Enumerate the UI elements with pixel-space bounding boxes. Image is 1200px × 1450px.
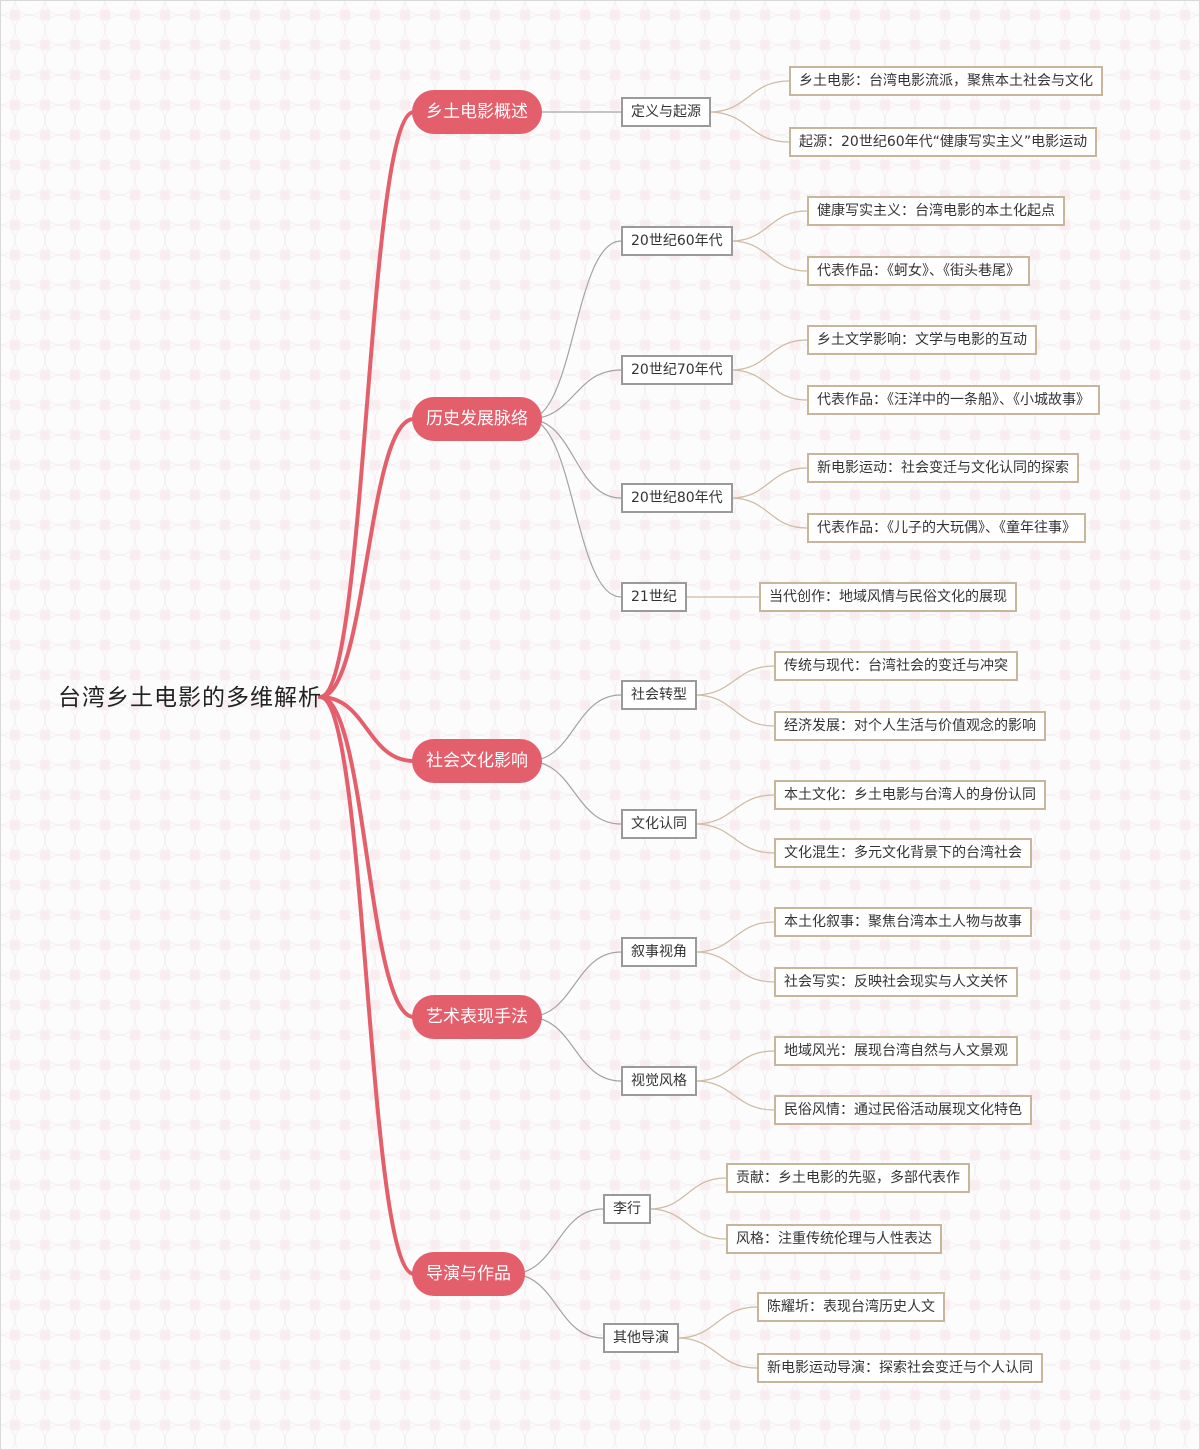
sub-visual-style[interactable]: 视觉风格 — [621, 1066, 697, 1096]
sub-to-leaf-connector — [676, 1306, 758, 1339]
sub-to-leaf-connector — [730, 339, 808, 371]
leaf-origin[interactable]: 起源：20世纪60年代“健康写实主义”电影运动 — [789, 127, 1098, 157]
branch-to-sub-connector — [527, 694, 622, 762]
sub-to-leaf-connector — [694, 1050, 775, 1082]
sub-to-leaf-connector — [708, 111, 790, 143]
leaf-1980s-works[interactable]: 代表作品：《儿子的大玩偶》、《童年往事》 — [807, 513, 1086, 543]
branch-artistic-expression[interactable]: 艺术表现手法 — [412, 995, 542, 1039]
leaf-li-xing-style[interactable]: 风格：注重传统伦理与人性表达 — [726, 1224, 942, 1254]
leaf-1970s-works[interactable]: 代表作品：《汪洋中的一条船》、《小城故事》 — [807, 385, 1100, 415]
leaf-localized-narrative[interactable]: 本土化叙事：聚焦台湾本土人物与故事 — [774, 907, 1032, 937]
branch-to-sub-connector — [510, 1208, 604, 1275]
sub-social-transformation[interactable]: 社会转型 — [621, 680, 697, 710]
branch-to-sub-connector — [527, 1016, 622, 1082]
sub-to-leaf-connector — [694, 694, 775, 727]
sub-to-leaf-connector — [708, 80, 790, 113]
sub-1970s[interactable]: 20世纪70年代 — [621, 355, 733, 385]
root-to-branch-connector — [318, 695, 416, 1276]
sub-to-leaf-connector — [694, 823, 775, 854]
branch-to-sub-connector — [527, 418, 622, 499]
leaf-folk-customs[interactable]: 民俗风情：通过民俗活动展现文化特色 — [774, 1095, 1032, 1125]
leaf-native-literature[interactable]: 乡土文学影响：文学与电影的互动 — [807, 325, 1037, 355]
branch-to-sub-connector — [510, 1273, 604, 1339]
sub-cultural-identity[interactable]: 文化认同 — [621, 809, 697, 839]
sub-to-leaf-connector — [730, 369, 808, 401]
sub-to-leaf-connector — [730, 240, 808, 272]
sub-to-leaf-connector — [694, 665, 775, 696]
branch-directors-works[interactable]: 导演与作品 — [412, 1252, 525, 1296]
root-to-branch-connector — [318, 417, 416, 699]
branch-history[interactable]: 历史发展脉络 — [412, 397, 542, 441]
branch-to-sub-connector — [527, 369, 622, 420]
root-to-branch-connector — [318, 695, 416, 763]
branch-to-sub-connector — [527, 760, 622, 825]
sub-narrative-perspective[interactable]: 叙事视角 — [621, 937, 697, 967]
branch-to-sub-connector — [527, 240, 622, 420]
leaf-new-cinema[interactable]: 新电影运动：社会变迁与文化认同的探索 — [807, 453, 1079, 483]
branch-to-sub-connector — [527, 951, 622, 1018]
sub-to-leaf-connector — [694, 951, 775, 983]
leaf-cultural-hybridity[interactable]: 文化混生：多元文化背景下的台湾社会 — [774, 838, 1032, 868]
sub-li-xing[interactable]: 李行 — [603, 1194, 651, 1224]
sub-to-leaf-connector — [694, 921, 775, 953]
sub-to-leaf-connector — [648, 1177, 727, 1210]
branch-social-culture[interactable]: 社会文化影响 — [412, 739, 542, 783]
sub-to-leaf-connector — [730, 467, 808, 499]
sub-21st-century[interactable]: 21世纪 — [621, 582, 687, 612]
leaf-li-xing-contribution[interactable]: 贡献：乡土电影的先驱，多部代表作 — [726, 1163, 970, 1193]
leaf-new-cinema-directors[interactable]: 新电影运动导演：探索社会变迁与个人认同 — [757, 1353, 1043, 1383]
sub-to-leaf-connector — [730, 210, 808, 242]
branch-overview[interactable]: 乡土电影概述 — [412, 90, 542, 134]
leaf-contemporary[interactable]: 当代创作：地域风情与民俗文化的展现 — [759, 582, 1017, 612]
leaf-chen-yaoqi[interactable]: 陈耀圻：表现台湾历史人文 — [757, 1292, 945, 1322]
leaf-economic-development[interactable]: 经济发展：对个人生活与价值观念的影响 — [774, 711, 1046, 741]
sub-1980s[interactable]: 20世纪80年代 — [621, 483, 733, 513]
sub-to-leaf-connector — [730, 497, 808, 529]
sub-to-leaf-connector — [694, 1080, 775, 1111]
sub-definition-origin[interactable]: 定义与起源 — [621, 97, 711, 127]
leaf-social-realism[interactable]: 社会写实：反映社会现实与人文关怀 — [774, 967, 1018, 997]
sub-to-leaf-connector — [648, 1208, 727, 1240]
leaf-1960s-works[interactable]: 代表作品：《蚵女》、《街头巷尾》 — [807, 256, 1030, 286]
leaf-local-culture[interactable]: 本土文化：乡土电影与台湾人的身份认同 — [774, 780, 1046, 810]
branch-to-sub-connector — [527, 418, 622, 598]
sub-to-leaf-connector — [676, 1337, 758, 1369]
root-to-branch-connector — [318, 695, 416, 1019]
sub-to-leaf-connector — [694, 794, 775, 825]
leaf-healthy-realism[interactable]: 健康写实主义：台湾电影的本土化起点 — [807, 196, 1065, 226]
root-to-branch-connector — [318, 110, 416, 699]
leaf-tradition-modern[interactable]: 传统与现代：台湾社会的变迁与冲突 — [774, 651, 1018, 681]
leaf-definition[interactable]: 乡土电影：台湾电影流派，聚焦本土社会与文化 — [789, 66, 1103, 96]
leaf-regional-scenery[interactable]: 地域风光：展现台湾自然与人文景观 — [774, 1036, 1018, 1066]
sub-other-directors[interactable]: 其他导演 — [603, 1323, 679, 1353]
root-topic[interactable]: 台湾乡土电影的多维解析 — [58, 685, 322, 711]
sub-1960s[interactable]: 20世纪60年代 — [621, 226, 733, 256]
